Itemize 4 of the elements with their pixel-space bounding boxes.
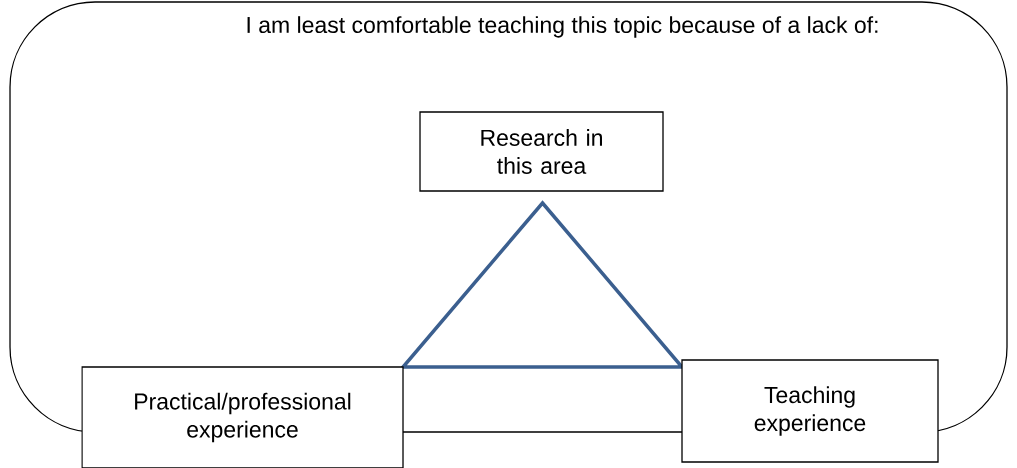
text-box: Teaching experience <box>681 359 939 463</box>
heading: I am least comfortable teaching this topic because of a lack of: <box>247 16 878 38</box>
text-box: Practical/professional experience <box>81 366 404 468</box>
text-box: Research in this area <box>419 111 664 192</box>
